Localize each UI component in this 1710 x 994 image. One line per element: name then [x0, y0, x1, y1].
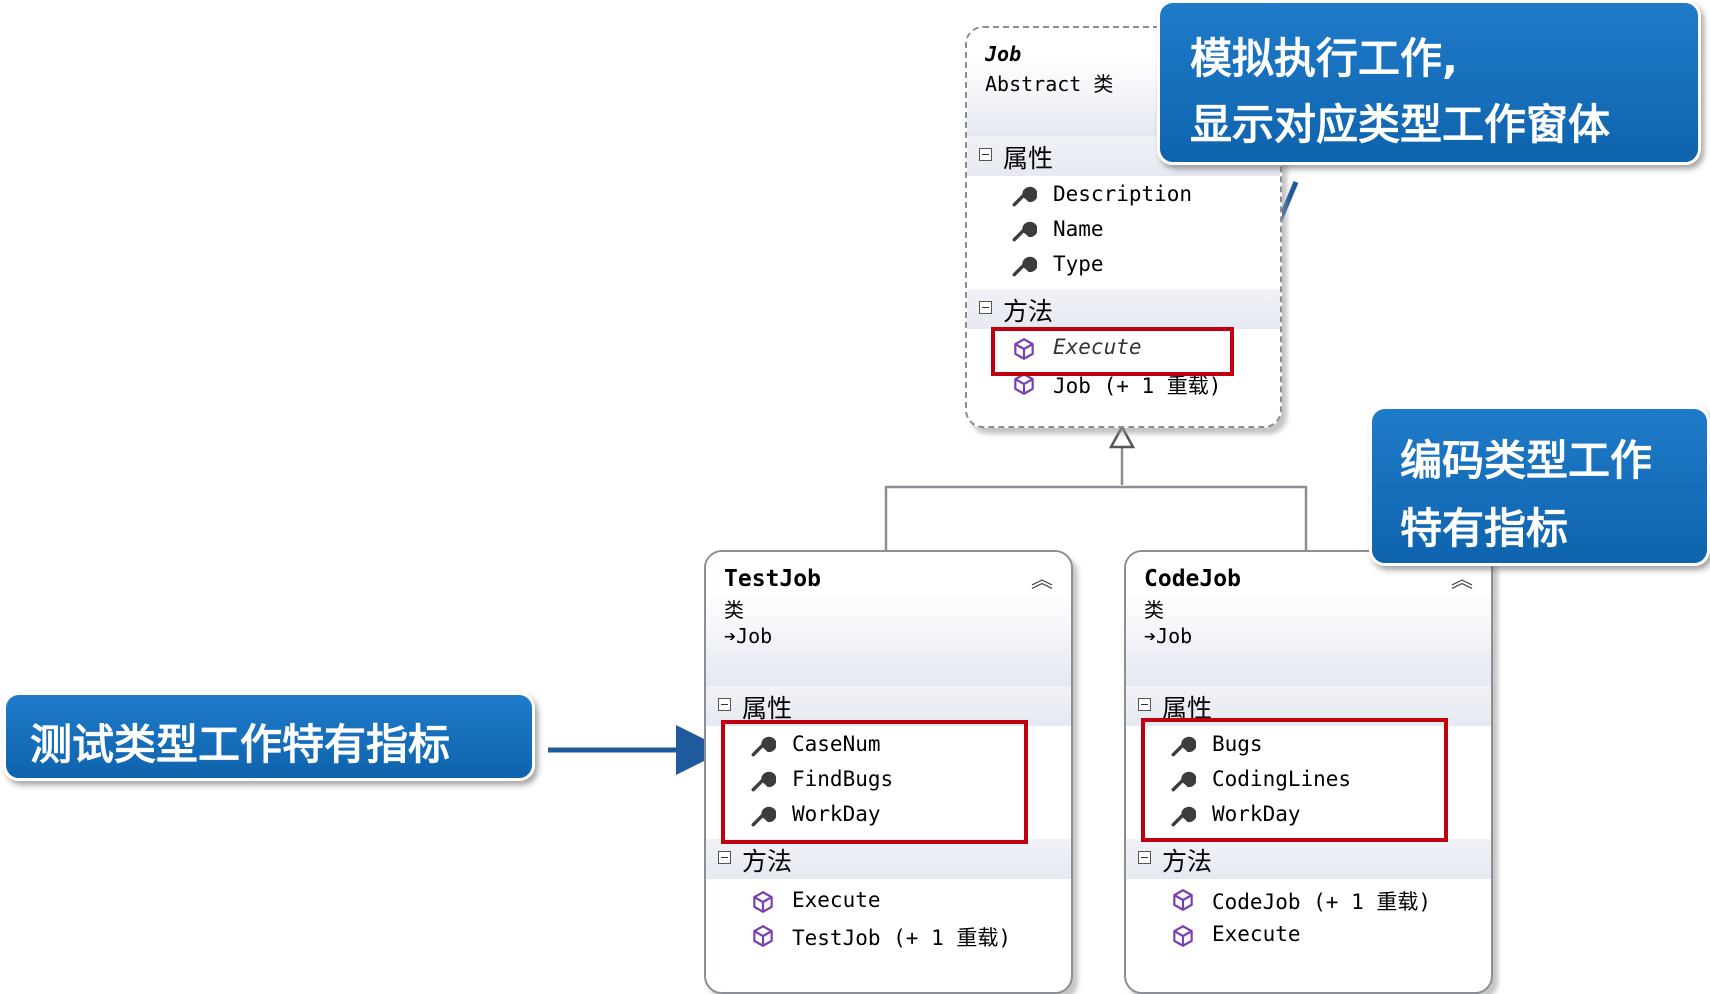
property-name: WorkDay [792, 802, 881, 826]
property-row[interactable]: Bugs [1126, 730, 1491, 762]
property-row[interactable]: FindBugs [706, 765, 1071, 797]
cube-icon [753, 891, 773, 913]
property-row[interactable]: Name [967, 215, 1280, 247]
section-methods[interactable]: 方法 [967, 289, 1280, 329]
property-name: CaseNum [792, 732, 881, 756]
property-name: Type [1053, 252, 1104, 276]
class-stereotype: Abstract 类 [985, 72, 1114, 96]
wrench-icon [1012, 221, 1037, 242]
minus-box-icon[interactable] [718, 698, 731, 711]
callout-line-1: 编码类型工作 [1400, 436, 1653, 485]
base-class-name: Job [1156, 624, 1193, 648]
minus-box-icon[interactable] [718, 851, 731, 864]
method-row[interactable]: Execute [967, 333, 1280, 365]
section-title: 属性 [742, 694, 793, 723]
class-stereotype: 类 [724, 598, 744, 622]
method-row[interactable]: Execute [706, 886, 1071, 918]
section-title: 方法 [742, 847, 793, 876]
section-methods[interactable]: 方法 [706, 839, 1071, 879]
class-box-testjob[interactable]: TestJob 类 ➔Job ︽ 属性 CaseNum FindBugs Wor… [704, 550, 1073, 994]
class-header: CodeJob 类 ➔Job ︽ [1126, 552, 1491, 686]
property-row[interactable]: Type [967, 250, 1280, 282]
method-row[interactable]: Execute [1126, 920, 1491, 952]
class-header: TestJob 类 ➔Job ︽ [706, 552, 1071, 686]
property-row[interactable]: CaseNum [706, 730, 1071, 762]
wrench-icon [1171, 806, 1196, 827]
method-name: CodeJob (+ 1 重载) [1212, 890, 1432, 914]
property-row[interactable]: WorkDay [1126, 800, 1491, 832]
double-chevron-up-icon[interactable]: ︽ [1450, 568, 1473, 593]
method-row[interactable]: TestJob (+ 1 重载) [706, 920, 1071, 952]
property-name: CodingLines [1212, 767, 1352, 791]
wrench-icon [1171, 771, 1196, 792]
cube-icon [1014, 338, 1034, 360]
wrench-icon [751, 736, 776, 757]
base-class: ➔Job [1144, 624, 1192, 648]
class-name: Job [985, 42, 1022, 66]
property-name: Name [1053, 217, 1104, 241]
wrench-icon [751, 806, 776, 827]
callout-codejob: 编码类型工作 特有指标 [1369, 406, 1710, 566]
inheritance-lines [884, 424, 1308, 550]
inheritance-bar [884, 485, 1308, 550]
property-row[interactable]: WorkDay [706, 800, 1071, 832]
class-box-codejob[interactable]: CodeJob 类 ➔Job ︽ 属性 Bugs CodingLines Wor… [1124, 550, 1493, 994]
class-name: CodeJob [1144, 566, 1241, 592]
cube-icon [753, 925, 773, 947]
base-class-name: Job [736, 624, 773, 648]
property-row[interactable]: Description [967, 180, 1280, 212]
method-row[interactable]: Job (+ 1 重载) [967, 368, 1280, 400]
property-name: WorkDay [1212, 802, 1301, 826]
cube-icon [1014, 373, 1034, 395]
property-row[interactable]: CodingLines [1126, 765, 1491, 797]
method-name: Job (+ 1 重载) [1053, 374, 1222, 398]
wrench-icon [1012, 256, 1037, 277]
base-class: ➔Job [724, 624, 772, 648]
section-title: 方法 [1162, 847, 1213, 876]
property-name: Description [1053, 182, 1193, 206]
callout-execute: 模拟执行工作, 显示对应类型工作窗体 [1157, 0, 1701, 165]
cube-icon [1173, 889, 1193, 911]
method-name: Execute [792, 888, 881, 912]
section-properties[interactable]: 属性 [706, 686, 1071, 726]
section-title: 属性 [1003, 144, 1054, 173]
highlight-job-execute [991, 327, 1234, 376]
inheritance-arrowhead [1108, 424, 1136, 449]
wrench-icon [1171, 736, 1196, 757]
property-name: FindBugs [792, 767, 894, 791]
arrow-right-icon: ➔ [1144, 624, 1157, 648]
wrench-icon [751, 771, 776, 792]
callout-line-2: 显示对应类型工作窗体 [1190, 100, 1611, 149]
minus-box-icon[interactable] [1138, 698, 1151, 711]
arrow-right-icon: ➔ [724, 624, 737, 648]
method-name: Execute [1212, 922, 1301, 946]
callout-line-2: 特有指标 [1400, 504, 1569, 553]
method-row[interactable]: CodeJob (+ 1 重载) [1126, 884, 1491, 916]
property-name: Bugs [1212, 732, 1263, 756]
highlight-testjob-properties [721, 720, 1028, 844]
highlight-codejob-properties [1141, 718, 1448, 842]
class-stereotype: 类 [1144, 598, 1164, 622]
callout-text: 测试类型工作特有指标 [30, 720, 451, 769]
minus-box-icon[interactable] [1138, 851, 1151, 864]
double-chevron-up-icon[interactable]: ︽ [1030, 568, 1053, 593]
cube-icon [1173, 925, 1193, 947]
diagram-stage: Job Abstract 类 属性 Description Name Type … [3, 0, 1710, 994]
callout-line-1: 模拟执行工作, [1190, 34, 1458, 83]
section-title: 方法 [1003, 297, 1054, 326]
method-name: Execute [1053, 335, 1142, 359]
minus-box-icon[interactable] [979, 148, 992, 161]
section-methods[interactable]: 方法 [1126, 839, 1491, 879]
minus-box-icon[interactable] [979, 301, 992, 314]
callout-testjob: 测试类型工作特有指标 [3, 692, 535, 781]
wrench-icon [1012, 186, 1037, 207]
class-name: TestJob [724, 566, 821, 592]
method-name: TestJob (+ 1 重载) [792, 926, 1012, 950]
